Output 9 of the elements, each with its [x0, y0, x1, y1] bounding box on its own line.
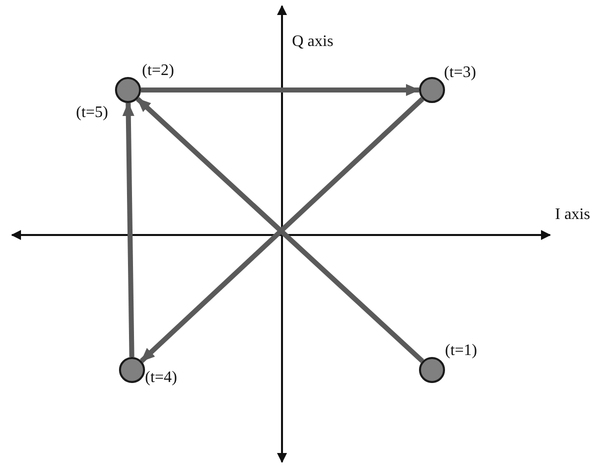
trajectory-arrow — [122, 102, 134, 358]
axis-label: I axis — [555, 206, 590, 224]
axis-label: Q axis — [292, 33, 334, 51]
time-label: (t=4) — [145, 369, 178, 387]
time-label: (t=1) — [445, 342, 478, 360]
time-label: (t=5) — [76, 104, 108, 122]
time-label: (t=2) — [142, 62, 174, 80]
time-label: (t=3) — [444, 64, 476, 82]
trajectory-arrow — [141, 84, 420, 96]
